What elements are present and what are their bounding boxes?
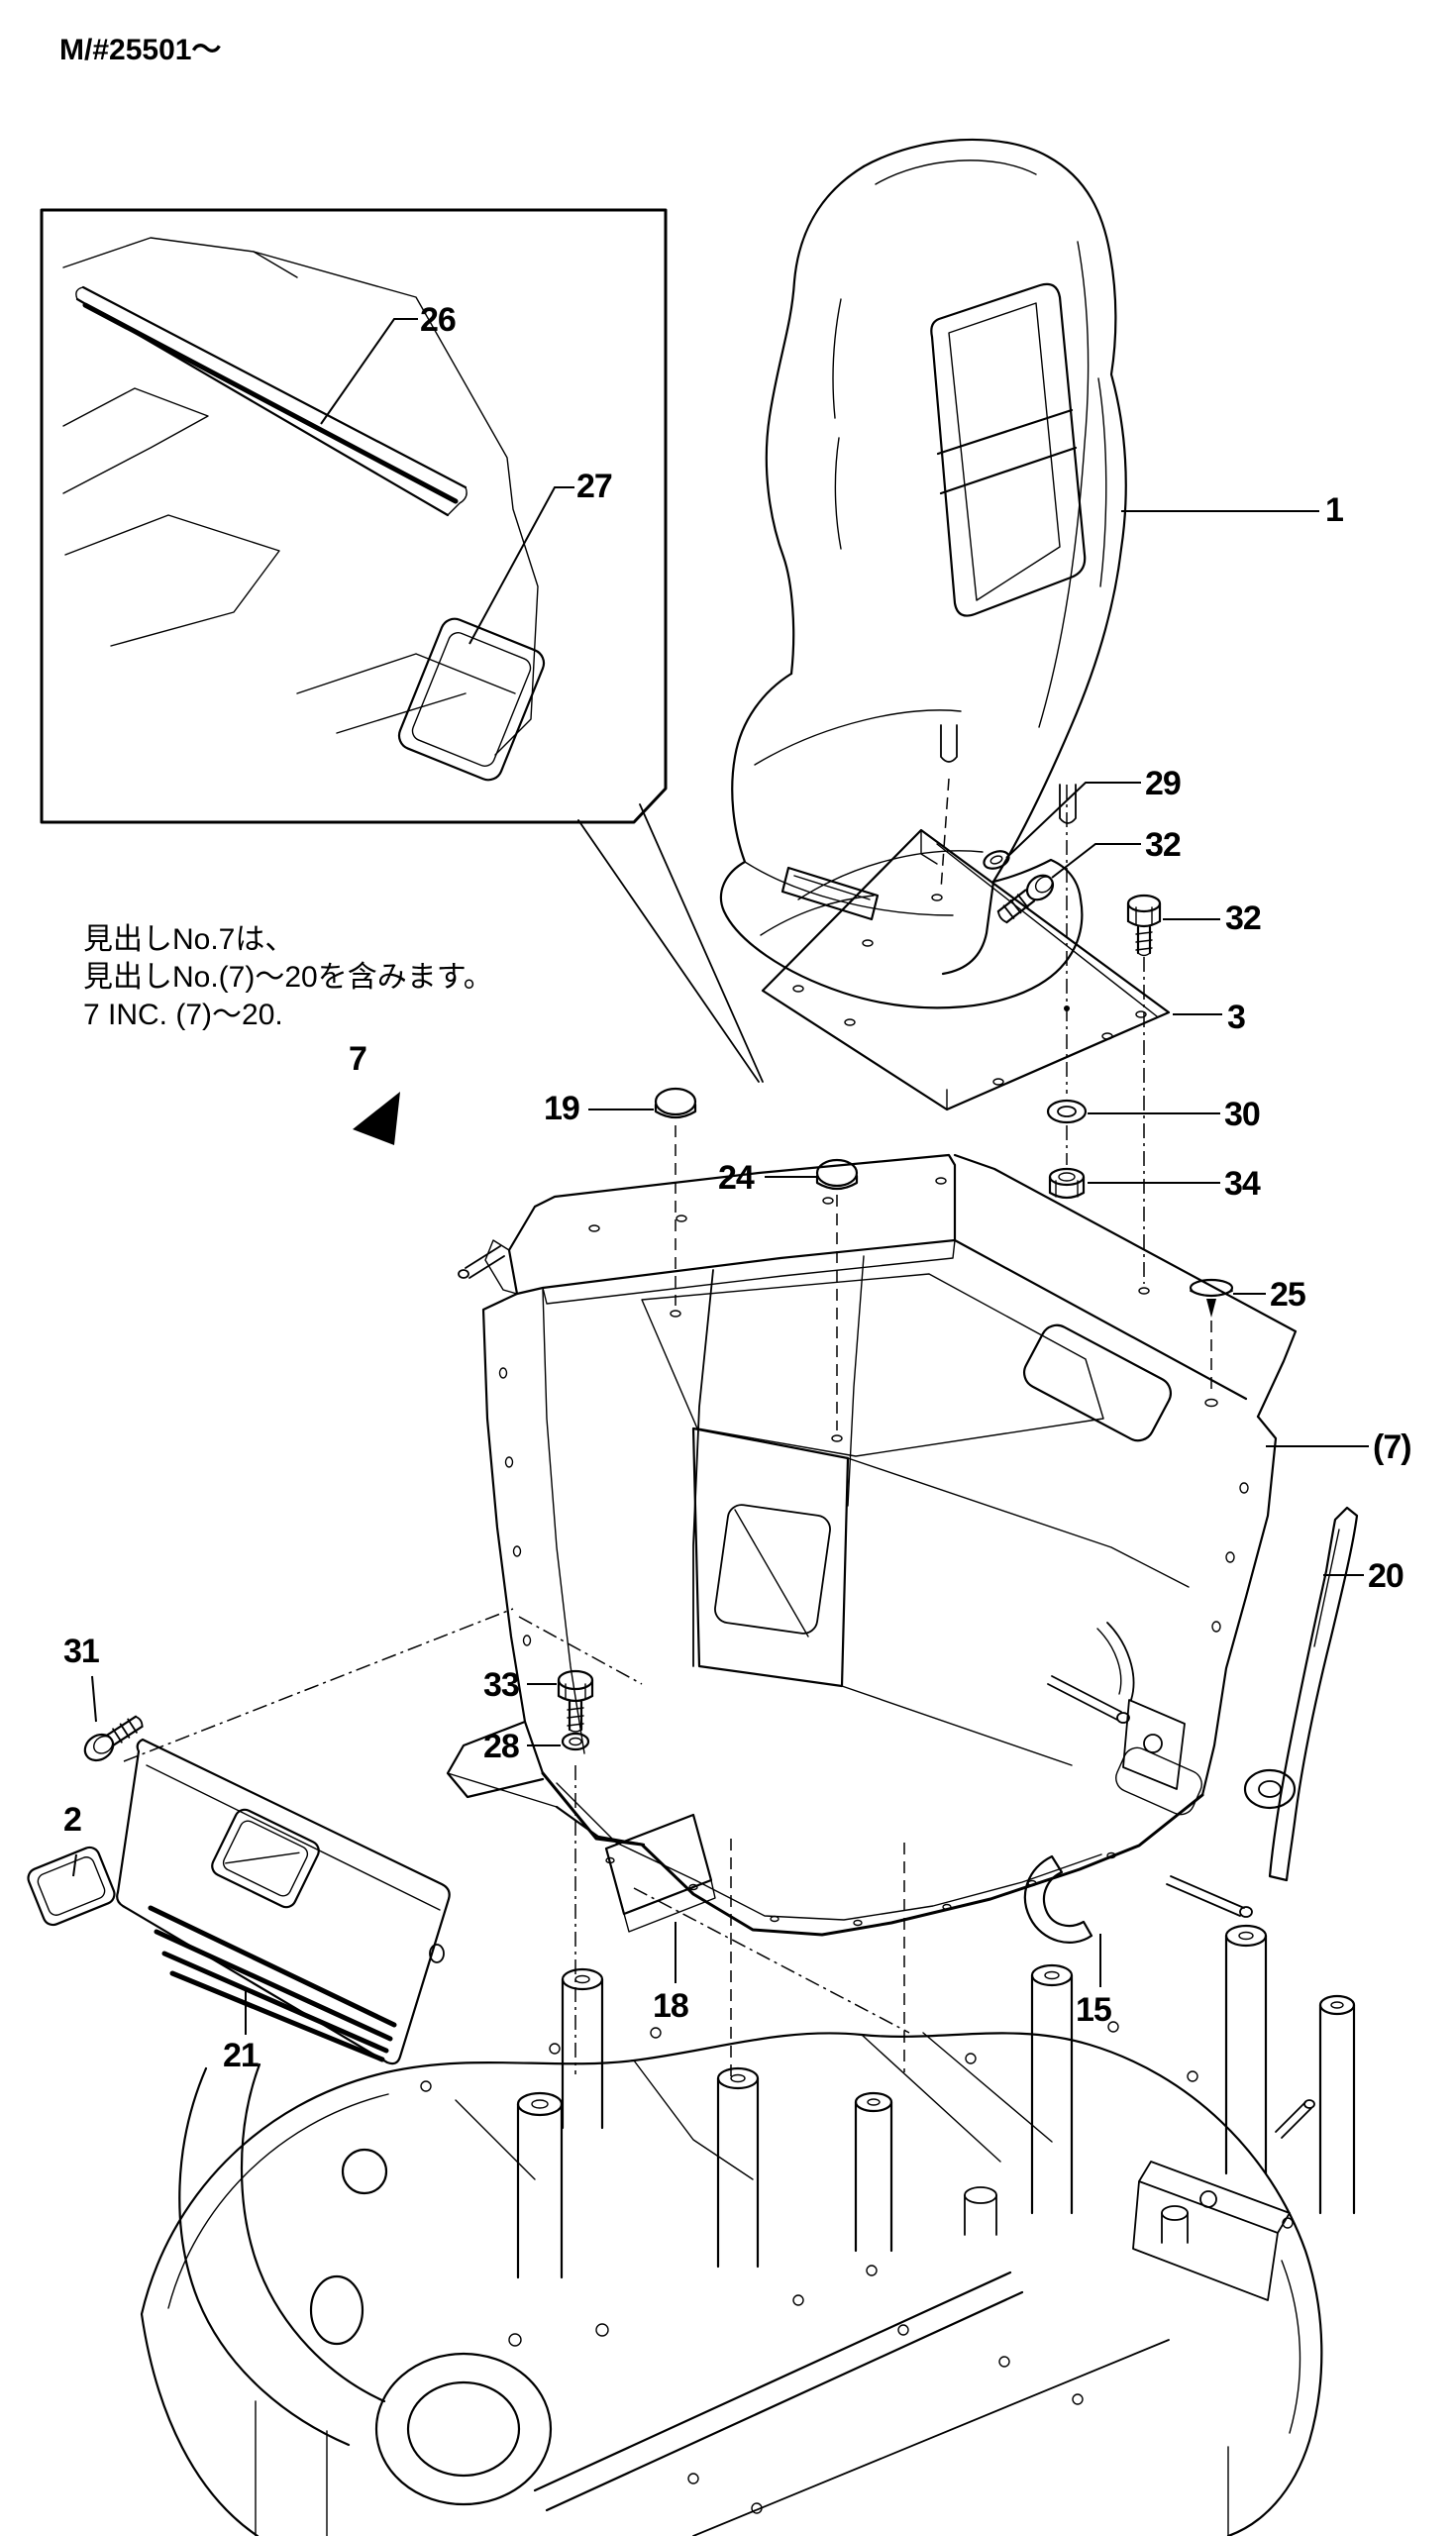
callout-18: 18	[653, 1987, 689, 2025]
callout-19: 19	[544, 1090, 580, 1127]
callout-2: 2	[63, 1801, 82, 1839]
callout-34: 34	[1224, 1165, 1261, 1203]
inclusion-note-line-1: 見出しNo.7は、	[83, 923, 295, 956]
cap-plug-19-icon	[654, 1087, 697, 1119]
side-seal-part-20	[1268, 1506, 1359, 1882]
callout-27: 27	[576, 468, 613, 505]
inset-pointer-lines	[577, 803, 764, 1083]
callout-7: 7	[349, 1040, 367, 1078]
cap-plug-24-icon	[815, 1158, 859, 1191]
cover-panel-part-21	[116, 1738, 451, 2065]
callout-32b: 32	[1225, 899, 1262, 937]
callout-25: 25	[1270, 1276, 1306, 1314]
leader-26	[320, 318, 418, 425]
callout-28: 28	[483, 1728, 520, 1765]
serial-number-note: M/#25501～	[59, 34, 222, 66]
base-posts	[516, 1924, 1356, 2279]
plate-part-2	[27, 1846, 116, 1927]
base-deck-holes	[420, 2021, 1294, 2514]
pad-part-27	[397, 617, 546, 782]
hex-bolt-31-icon	[83, 1715, 144, 1762]
leader-27	[468, 486, 574, 645]
callout-33: 33	[483, 1666, 520, 1704]
inclusion-note-line-2: 見出しNo.(7)～20を含みます。	[83, 961, 493, 994]
hex-bolt-32b-icon	[1126, 894, 1162, 957]
callout-leader-lines	[72, 510, 1369, 2035]
callout-24: 24	[718, 1159, 755, 1197]
base-frame-drawing	[140, 1924, 1356, 2536]
callout-15: 15	[1076, 1991, 1112, 2029]
callout-7-paren: (7)	[1373, 1428, 1412, 1466]
inclusion-note-line-3: 7 INC. (7)～20.	[83, 999, 283, 1031]
callout-3: 3	[1227, 999, 1246, 1036]
callout-21: 21	[223, 2037, 260, 2074]
washer-30-icon	[1046, 1099, 1088, 1124]
callout-26: 26	[420, 301, 457, 339]
callout-1: 1	[1325, 491, 1344, 529]
alignment-lines	[123, 778, 1218, 2078]
hook-part-15	[1023, 1854, 1093, 1944]
inclusion-note: 見出しNo.7は、 見出しNo.(7)～20を含みます。 7 INC. (7)～…	[83, 921, 493, 1034]
mount-plate-part-3	[761, 828, 1171, 1111]
callout-31: 31	[63, 1633, 100, 1670]
callout-29: 29	[1145, 765, 1182, 802]
hex-nut-34-icon	[1048, 1167, 1086, 1200]
callout-30: 30	[1224, 1096, 1261, 1133]
floor-frame-part-7	[446, 1153, 1298, 1937]
inset-detail-box	[40, 208, 668, 824]
direction-arrow-icon	[353, 1092, 400, 1145]
seat-part-1	[719, 138, 1127, 1009]
seal-strip-part-26	[75, 285, 468, 517]
washer-28-icon	[561, 1732, 590, 1751]
pad-part-18	[604, 1813, 716, 1933]
hex-bolt-33-icon	[557, 1669, 594, 1733]
callout-20: 20	[1368, 1557, 1404, 1595]
hex-bolt-32-icon	[996, 874, 1055, 924]
callout-32a: 32	[1145, 826, 1182, 864]
